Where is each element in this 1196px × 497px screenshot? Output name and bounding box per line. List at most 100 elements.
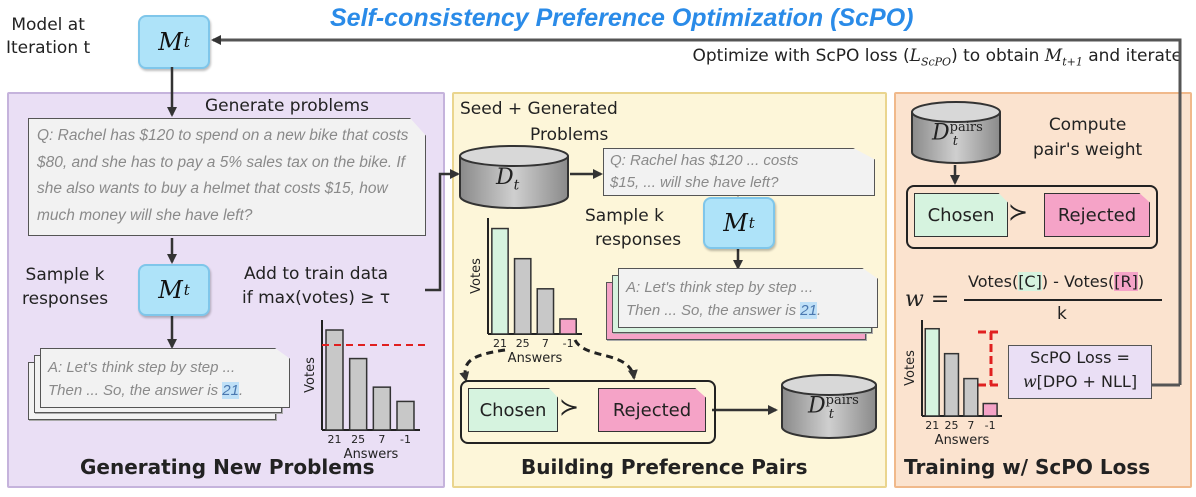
diagram-title: Self-consistency Preference Optimization… [330,4,914,32]
formula-denominator: k [1057,304,1067,324]
formula-w-symbol: w [905,287,924,312]
answer2-period: . [816,302,822,319]
answer2-line2: Then ... So, the answer is 21. [626,299,821,322]
loss-w: w [1022,372,1037,391]
next-model-subscript: t+1 [1062,55,1083,69]
optimize-text-a: Optimize with ScPO loss ( [692,46,910,66]
arrow-add-to-dataset [425,169,460,292]
formula-fraction-bar [964,299,1162,301]
rejected3-label: Rejected [1057,204,1137,226]
optimize-text-b: ) to obtain [951,46,1045,66]
answer2-highlight: 21 [800,302,817,319]
num-rejected: [R] [1114,272,1138,291]
rejected-label: Rejected [612,399,692,421]
answer-line2-text: Then ... So, the answer is [48,382,223,399]
question2-line2: $15, ... will she have left? [610,174,779,191]
dataset-label: Dt [496,165,519,193]
pairs-cylinder-panel3 [911,101,1001,164]
loss-subscript: ScPO [920,55,952,69]
pairs-cylinder-panel2 [781,374,877,439]
seed-line1: Seed + Generated [460,99,618,119]
compute-line1: Compute [1048,115,1127,135]
loss-line2: w[DPO + NLL] [1009,370,1151,394]
chosen-label: Chosen [479,399,547,421]
formula-equals: = [930,287,950,312]
pairs-sup: pairs [825,393,859,408]
answer-line2: Then ... So, the answer is 21. [48,379,243,402]
answer-period: . [238,382,244,399]
chosen3-label: Chosen [927,204,995,226]
num-b: ) - Votes( [1041,272,1115,291]
compute-line2: pair's weight [1033,140,1143,160]
num-d: ) [1137,272,1145,291]
answer2-line2-text: Then ... So, the answer is [626,302,801,319]
pairs-sub: t [828,406,834,422]
seed-line2: Problems [530,125,609,145]
sample-line2: responses [22,289,109,309]
model-sub: t [183,281,190,299]
dataset-cylinder [459,145,569,209]
answer-highlight: 21 [222,382,239,399]
loss-symbol: L [909,46,921,66]
optimize-caption: Optimize with ScPO loss (LScPO) to obtai… [693,46,1183,68]
answer-note-panel1: A: Let's think step by step ... Then ...… [40,348,290,408]
succeeds-symbol: ≻ [559,393,580,421]
panel3-title: Training w/ ScPO Loss [904,455,1151,479]
model-label-line1: Model at [11,15,85,35]
next-model-symbol: M [1044,46,1063,66]
sample2-line1: Sample k [585,206,664,226]
answer-line1: A: Let's think step by step ... [48,359,236,376]
add-line2: if max(votes) ≥ τ [242,288,391,308]
succeeds-symbol-panel3: ≻ [1008,198,1029,226]
dataset-sub: t [513,177,520,194]
sample-k-label-panel2: Sample k responses [585,204,681,252]
num-a: Votes( [968,272,1019,291]
sample-k-label-panel1: Sample k responses [22,263,108,311]
model-sub: t [183,33,190,51]
dashed-to-rejected [573,339,638,380]
formula-numerator: Votes([C]) - Votes([R]) [968,272,1144,291]
model-symbol: M [723,209,748,237]
vote-gap-marker [978,330,1001,387]
feedback-arrow [211,35,1182,385]
sample2-line2: responses [595,230,682,250]
add-line1: Add to train data [244,264,389,284]
panel1-title: Generating New Problems [80,455,375,479]
rejected-note-panel3: Rejected [1044,193,1150,237]
seed-generated-label: Seed + Generated Problems [460,96,618,148]
pairs-symbol: D [808,393,826,419]
panel2-title: Building Preference Pairs [521,455,808,479]
loss-line1: ScPO Loss = [1030,348,1130,367]
preference-pair-box [460,380,716,444]
chosen-note-panel2: Chosen [468,388,558,432]
formula-w: w = [905,287,949,312]
pairs3-symbol: D [932,120,950,146]
dataset-symbol: D [496,165,514,190]
answer2-line1: A: Let's think step by step ... [626,279,814,296]
generate-problems-label: Generate problems [205,96,369,116]
num-chosen: [C] [1018,272,1042,291]
model-symbol: M [158,28,183,56]
question-note-panel1: Q: Rachel has $120 to spend on a new bik… [28,118,426,236]
rejected-note-panel2: Rejected [598,388,706,432]
question2-line1: Q: Rachel has $120 ... costs [610,152,799,169]
model-symbol: M [158,276,183,304]
model-label-line2: Iteration t [6,38,91,58]
preference-pair-box-panel3 [906,185,1158,249]
optimize-text-c: and iterate [1082,46,1182,66]
pairs3-sub: t [952,133,958,149]
model-sub: t [748,214,755,232]
chosen-note-panel3: Chosen [914,193,1008,237]
pairs3-sup: pairs [949,120,983,135]
answer-note-panel2: A: Let's think step by step ... Then ...… [618,268,878,328]
dashed-to-chosen [459,348,506,382]
sample-line1: Sample k [25,265,105,285]
pairs-label-panel2: Dpairst [808,393,859,422]
loss-terms: [DPO + NLL] [1036,372,1138,391]
model-label: Model at Iteration t [6,14,90,60]
scpo-loss-box: ScPO Loss = w[DPO + NLL] [1008,345,1152,399]
